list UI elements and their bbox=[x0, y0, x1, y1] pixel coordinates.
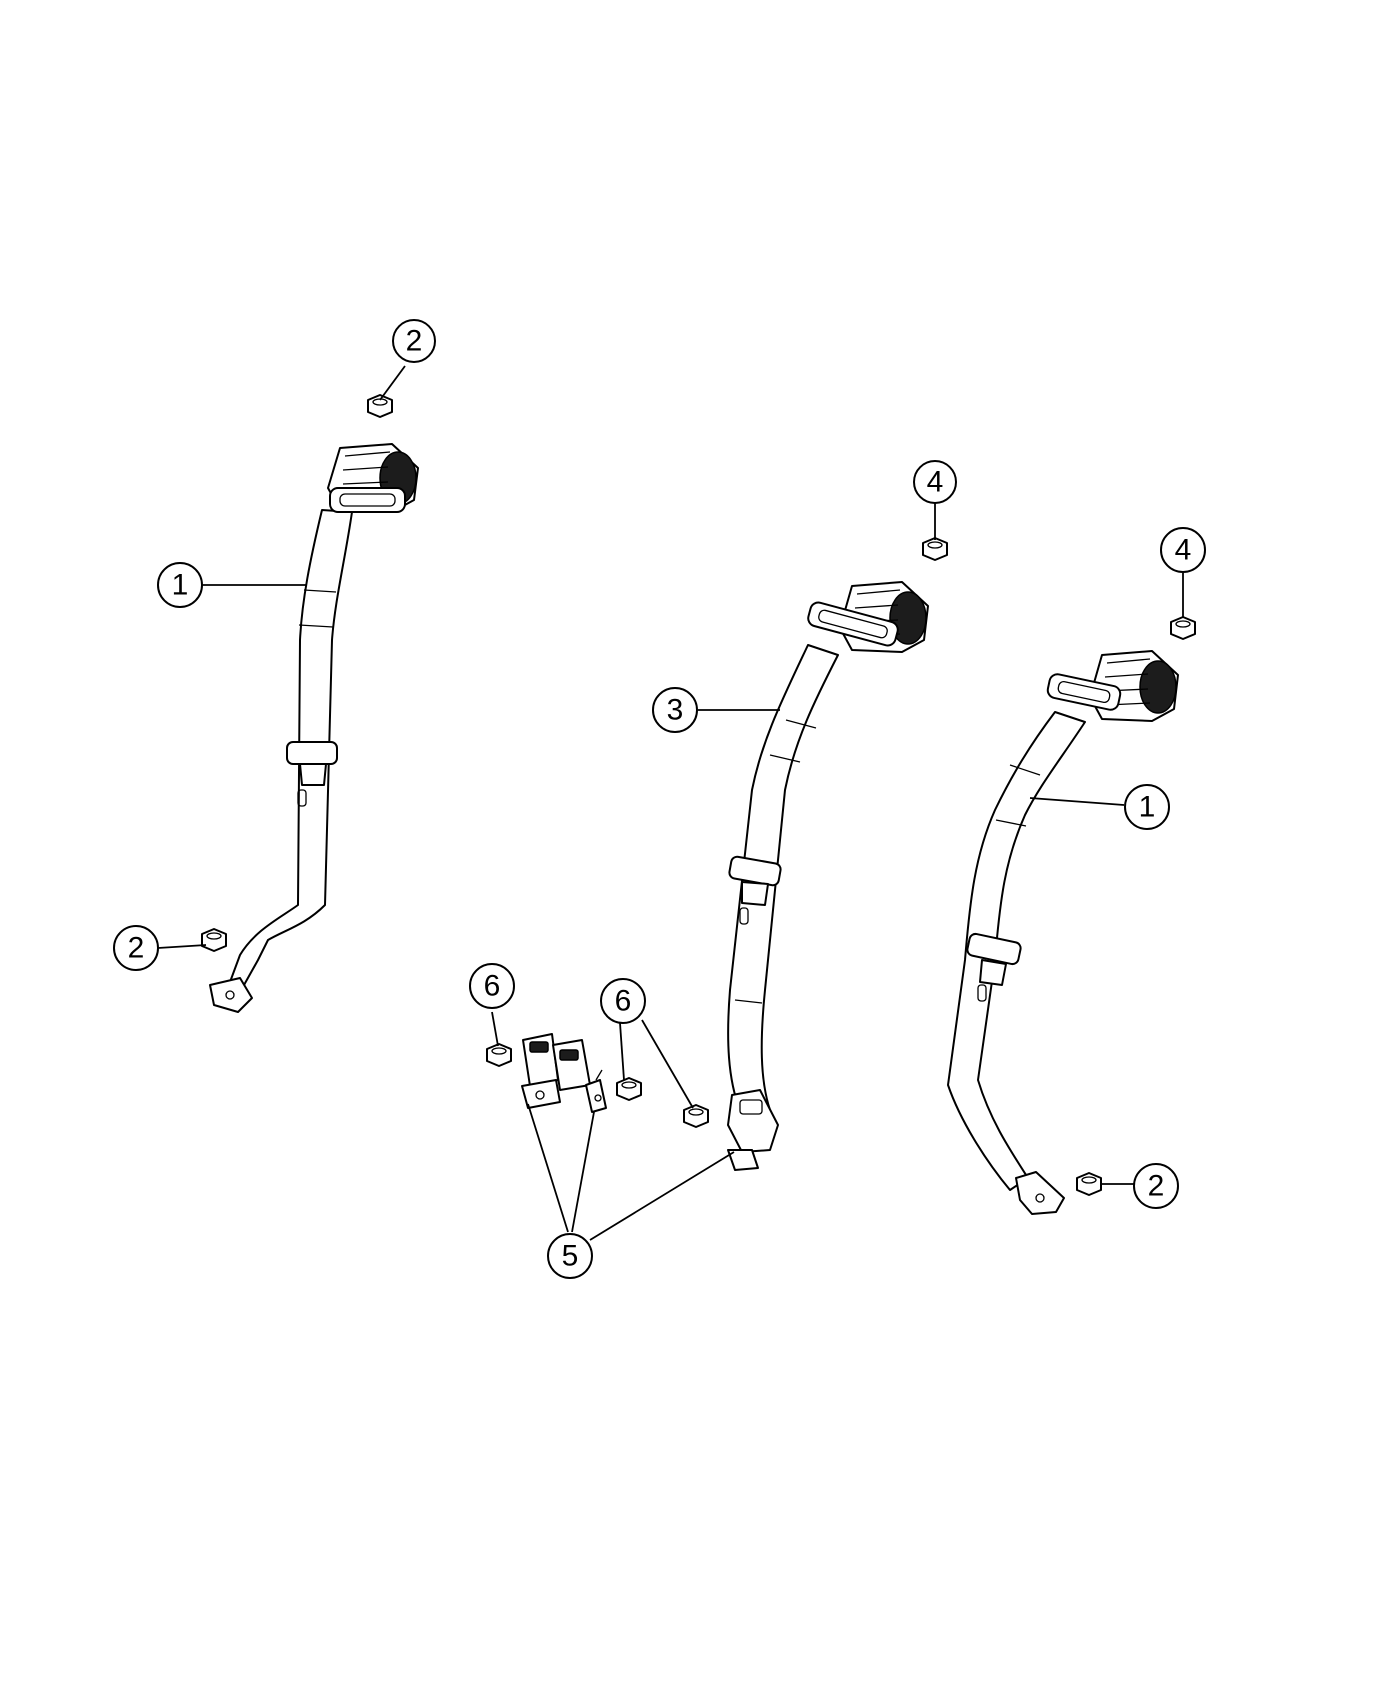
callout-2-top-left: 2 bbox=[392, 319, 436, 363]
leader-lines bbox=[157, 365, 1184, 1241]
left-seat-belt-assembly bbox=[209, 443, 419, 1013]
nut-6-left bbox=[486, 1043, 512, 1067]
svg-text:3: 3 bbox=[667, 694, 684, 727]
center-seat-belt-assembly bbox=[727, 581, 929, 1171]
svg-text:2: 2 bbox=[128, 932, 145, 965]
callout-4-right: 4 bbox=[1160, 527, 1206, 573]
right-seat-belt-assembly bbox=[947, 650, 1179, 1215]
nut-top-left bbox=[367, 394, 393, 418]
callout-1-right: 1 bbox=[1124, 784, 1170, 830]
right-retractor bbox=[1046, 650, 1179, 722]
callout-3: 3 bbox=[652, 687, 698, 733]
double-buckle-assembly bbox=[521, 1033, 607, 1113]
callout-5: 5 bbox=[547, 1233, 593, 1279]
svg-text:2: 2 bbox=[406, 325, 423, 358]
svg-text:4: 4 bbox=[927, 466, 944, 499]
svg-text:4: 4 bbox=[1175, 534, 1192, 567]
callout-6-right: 6 bbox=[600, 978, 646, 1024]
callout-4-center: 4 bbox=[913, 460, 957, 504]
left-retractor bbox=[327, 443, 419, 513]
svg-text:6: 6 bbox=[615, 985, 632, 1018]
svg-text:2: 2 bbox=[1148, 1170, 1165, 1203]
center-retractor bbox=[807, 581, 929, 653]
nut-right-4 bbox=[1170, 616, 1196, 640]
svg-text:1: 1 bbox=[172, 569, 189, 602]
nut-center-4 bbox=[922, 537, 948, 561]
callout-6-left: 6 bbox=[469, 963, 515, 1009]
callout-2-bottom-right: 2 bbox=[1133, 1163, 1179, 1209]
nut-mid-left bbox=[201, 928, 227, 952]
callout-2-mid-left: 2 bbox=[113, 925, 159, 971]
svg-text:1: 1 bbox=[1139, 791, 1156, 824]
nut-6-right bbox=[683, 1104, 709, 1128]
left-belt-guide bbox=[286, 741, 338, 807]
callout-1-left: 1 bbox=[157, 562, 203, 608]
center-belt-buckle bbox=[727, 1089, 779, 1171]
nut-bottom-right bbox=[1076, 1172, 1102, 1196]
svg-text:6: 6 bbox=[484, 970, 501, 1003]
svg-text:5: 5 bbox=[562, 1240, 579, 1273]
nut-6-middle bbox=[616, 1077, 642, 1101]
center-belt-guide bbox=[728, 855, 782, 925]
right-belt-guide bbox=[966, 932, 1022, 1002]
